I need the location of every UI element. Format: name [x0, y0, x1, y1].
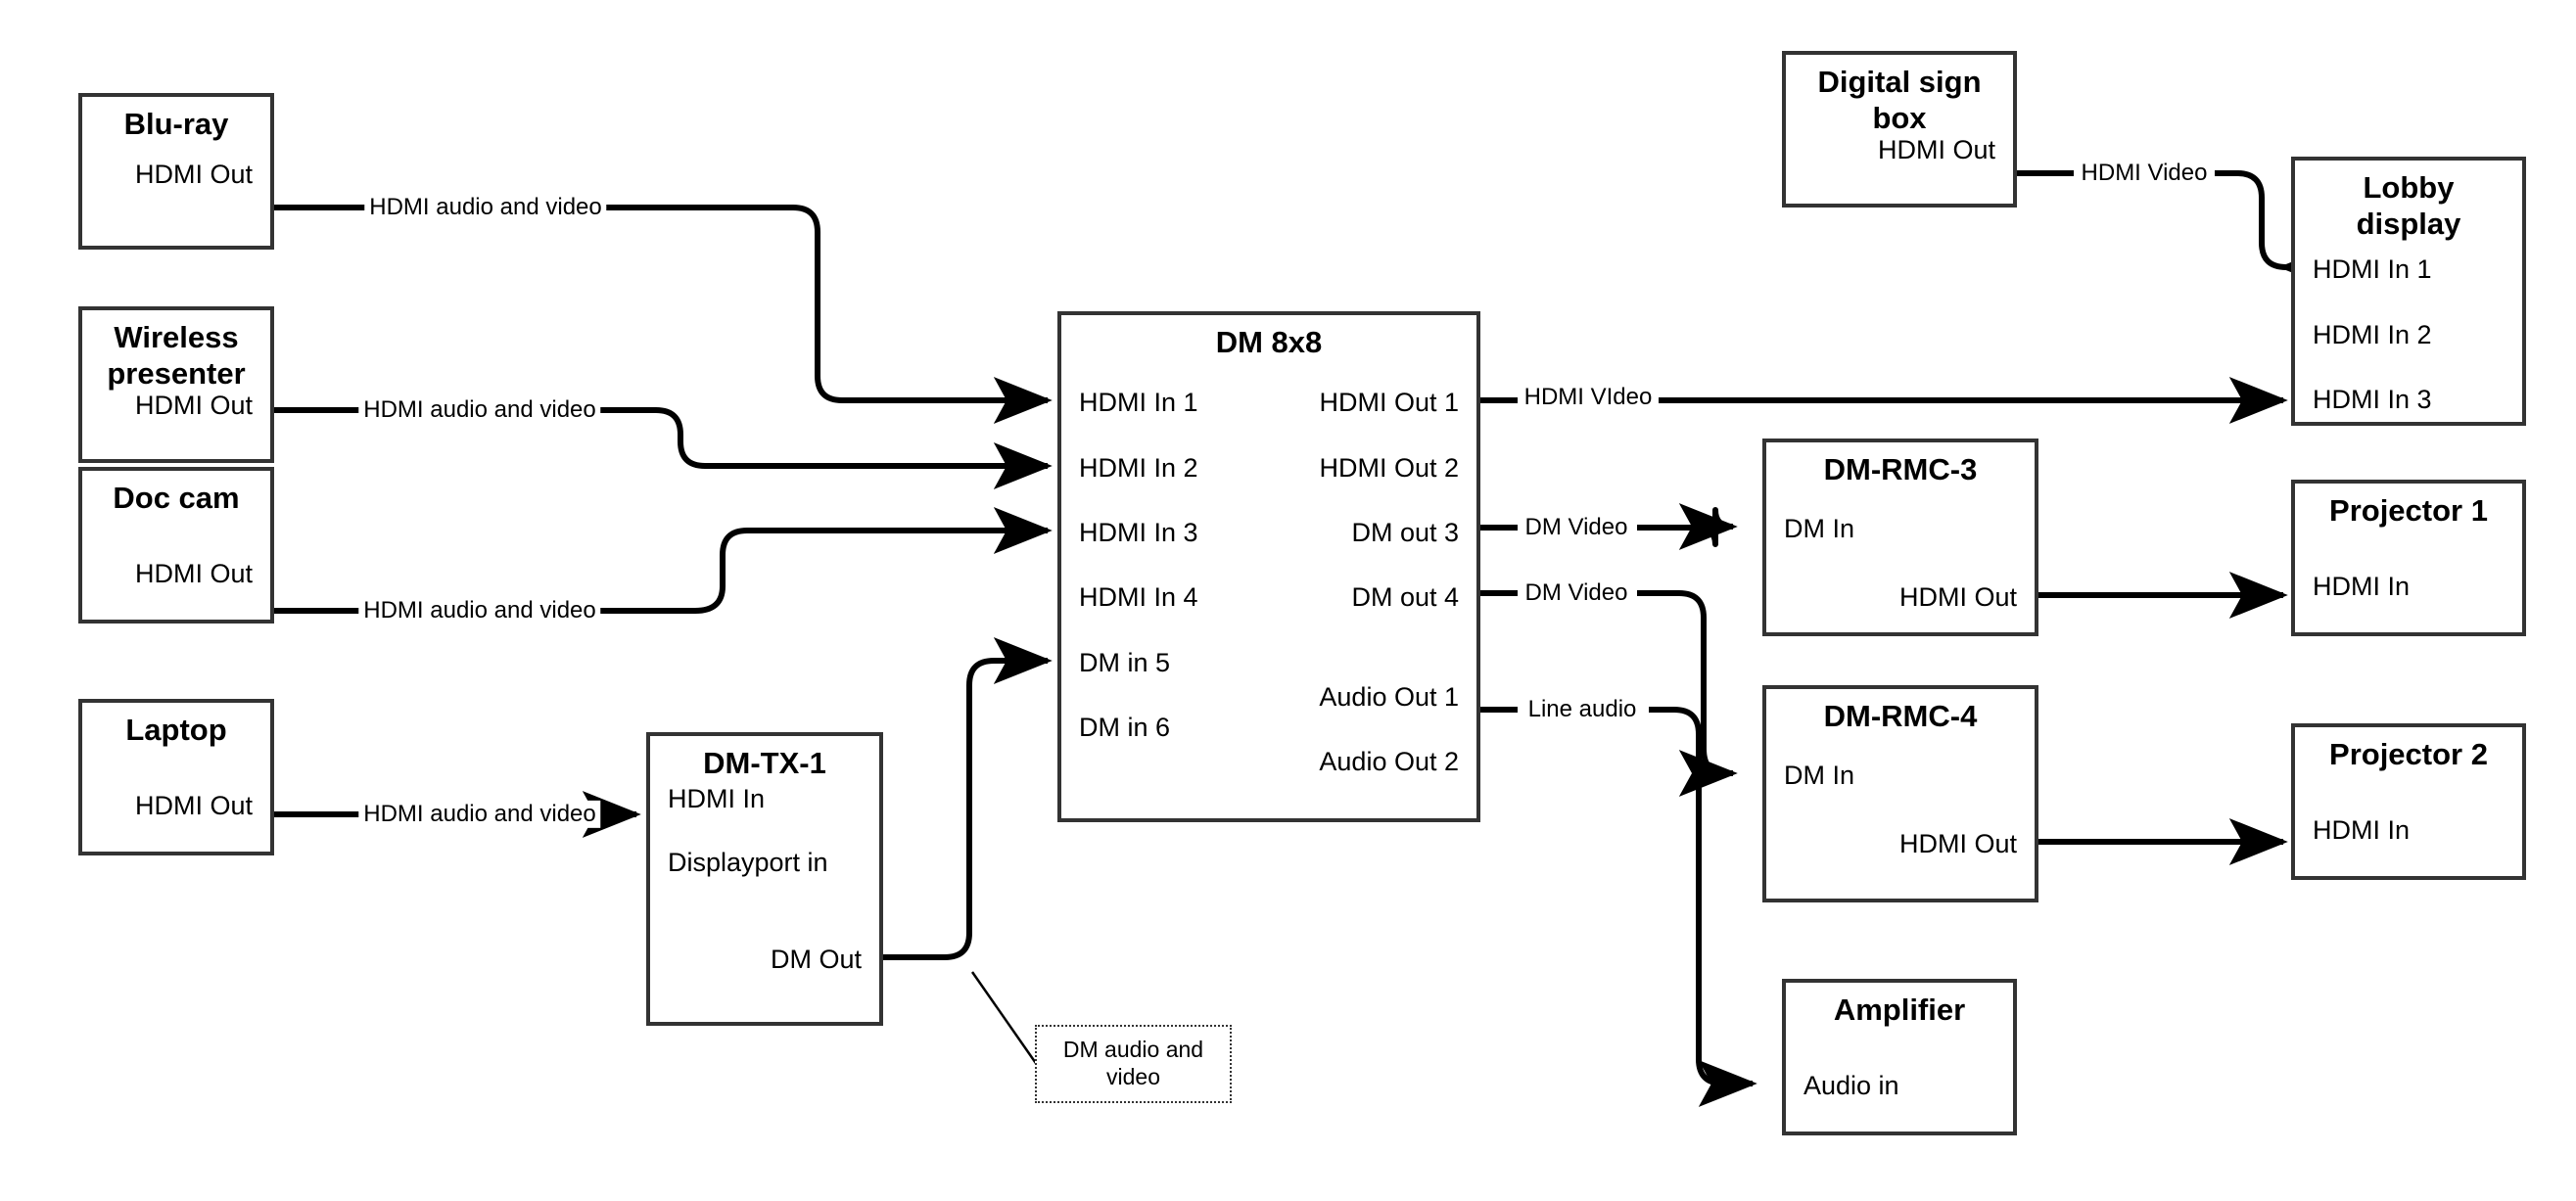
node-title: Blu-ray: [123, 107, 229, 141]
node-title: Laptop: [125, 713, 227, 747]
port-label: HDMI In: [668, 784, 766, 814]
port-label: Audio in: [1803, 1071, 1899, 1101]
node-title: DM-RMC-3: [1823, 452, 1978, 486]
node-title: DM-RMC-4: [1823, 699, 1978, 733]
port-label: HDMI In 4: [1079, 582, 1198, 613]
port-label: DM out 4: [1351, 582, 1459, 613]
wire-dm8x8-out3-to-rmc3: [1480, 510, 1733, 544]
node-rmc3[interactable]: DM-RMC-3 DM In HDMI Out: [1762, 439, 2038, 636]
port-label: DM In: [1784, 761, 1855, 791]
node-title: Doc cam: [113, 481, 240, 515]
edge-label-e-audio1: Line audio: [1522, 695, 1642, 724]
edge-label-e-bluray: HDMI audio and video: [364, 193, 607, 222]
port-label: HDMI In 2: [2313, 320, 2432, 350]
node-proj2[interactable]: Projector 2 HDMI In: [2291, 723, 2526, 880]
port-label: HDMI In 1: [1079, 388, 1198, 418]
node-title: Amplifier: [1833, 993, 1966, 1027]
port-label: HDMI In 1: [2313, 254, 2432, 285]
port-label: HDMI Out 2: [1319, 453, 1459, 484]
port-label: HDMI In: [2313, 572, 2411, 602]
edge-label-e-wireless: HDMI audio and video: [358, 395, 601, 425]
port-label: DM out 3: [1351, 518, 1459, 548]
port-label: HDMI Out: [1877, 135, 1995, 165]
port-label: HDMI In: [2313, 815, 2411, 846]
annotation-leader-line: [970, 971, 1042, 1070]
port-label: DM in 5: [1079, 648, 1171, 678]
edge-label-e-doccam: HDMI audio and video: [358, 596, 601, 625]
node-title: Lobby display: [2356, 170, 2461, 241]
edge-label-e-dmout4: DM Video: [1520, 578, 1633, 608]
edge-label-e-hdmiout1: HDMI VIdeo: [1519, 383, 1658, 412]
edge-label-e-digsign: HDMI Video: [2076, 159, 2213, 188]
node-title: Wireless presenter: [107, 320, 246, 391]
port-label: Displayport in: [668, 848, 828, 878]
port-label: Audio Out 1: [1319, 682, 1459, 713]
port-label: HDMI Out: [134, 160, 253, 190]
port-label: DM Out: [770, 945, 862, 975]
node-title: DM 8x8: [1215, 325, 1323, 359]
port-label: HDMI Out: [134, 559, 253, 589]
wire-digsign-to-lobby-in1: [2017, 170, 2286, 267]
port-label: HDMI In 2: [1079, 453, 1198, 484]
port-label: Audio Out 2: [1319, 747, 1459, 777]
port-label: DM in 6: [1079, 713, 1171, 743]
edge-label-e-laptop: HDMI audio and video: [358, 800, 601, 829]
wire-dmtx1-to-dm8x8-in5: [883, 637, 1053, 960]
port-label: HDMI Out: [134, 791, 253, 821]
port-label: HDMI Out 1: [1319, 388, 1459, 418]
port-label: HDMI In 3: [2313, 385, 2432, 415]
edge-label-e-dmout3: DM Video: [1520, 513, 1633, 542]
port-label: DM In: [1784, 514, 1855, 544]
annotation-a-dm-av: DM audio and video: [1035, 1025, 1232, 1103]
wire-dm8x8-audioout1-to-amp: [1480, 707, 1753, 1084]
node-rmc4[interactable]: DM-RMC-4 DM In HDMI Out: [1762, 685, 2038, 902]
node-title: DM-TX-1: [703, 746, 826, 780]
port-label: HDMI Out: [1898, 829, 2017, 859]
port-label: HDMI In 3: [1079, 518, 1198, 548]
node-title: Projector 1: [2329, 493, 2488, 528]
node-title: Digital sign box: [1817, 65, 1982, 135]
node-title: Projector 2: [2329, 737, 2488, 771]
wire-bluray-to-dm8x8-in1: [274, 205, 1048, 400]
wire-wireless-to-dm8x8-in2: [274, 410, 1048, 466]
port-label: HDMI Out: [1898, 582, 2017, 613]
wire-dm8x8-out4-to-rmc4: [1480, 590, 1733, 773]
wire-doccam-to-dm8x8-in3: [274, 531, 1048, 614]
node-proj1[interactable]: Projector 1 HDMI In: [2291, 480, 2526, 636]
port-label: HDMI Out: [134, 391, 253, 421]
